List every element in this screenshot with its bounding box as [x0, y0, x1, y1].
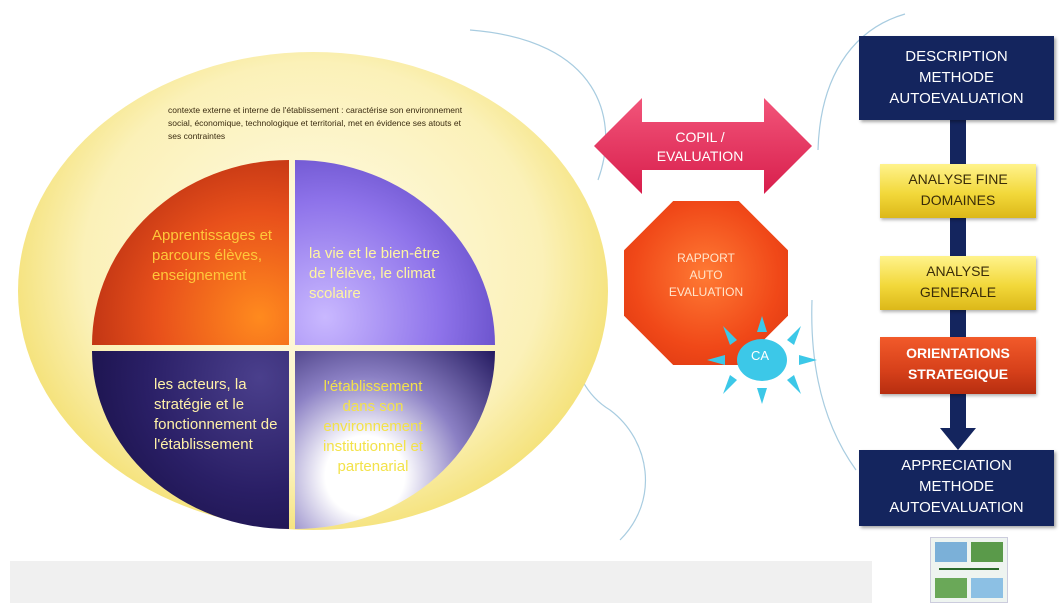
process-arrow-head: [940, 428, 976, 450]
quadrant-apprentissages-label: Apprentissages et parcours élèves, ensei…: [152, 227, 273, 284]
description-line-3: AUTOEVALUATION: [889, 90, 1024, 107]
sun-icon: [707, 316, 817, 404]
school-logo: [930, 537, 1008, 603]
rapport-line-2: AUTO: [689, 268, 723, 282]
orientations-line-2: STRATEGIQUE: [907, 366, 1009, 382]
copil-double-arrow: [594, 98, 812, 194]
appreciation-box: APPRECIATION METHODE AUTOEVALUATION: [859, 450, 1054, 526]
description-line-1: DESCRIPTION: [905, 48, 1008, 65]
analyse-generale-line-1: ANALYSE: [926, 263, 990, 279]
ca-label: CA: [750, 348, 770, 363]
appreciation-line-1: APPRECIATION: [901, 457, 1012, 474]
copil-label: COPIL / EVALUATION: [630, 128, 770, 166]
quadrant-environnement-label: l'établissement dans son environnement i…: [322, 378, 424, 475]
rapport-label: RAPPORT AUTO EVALUATION: [636, 250, 776, 301]
analyse-generale-box: ANALYSE GENERALE: [880, 256, 1036, 310]
appreciation-line-2: METHODE: [919, 478, 994, 495]
rapport-octagon: [624, 201, 788, 365]
analyse-generale-line-2: GENERALE: [919, 284, 997, 300]
orientations-line-1: ORIENTATIONS: [906, 345, 1010, 361]
context-description: contexte externe et interne de l'établis…: [168, 105, 463, 141]
appreciation-line-3: AUTOEVALUATION: [889, 499, 1024, 516]
description-line-2: METHODE: [919, 69, 994, 86]
quadrant-acteurs-label: les acteurs, la stratégie et le fonction…: [154, 376, 278, 453]
quadrant-vie-eleve-label: la vie et le bien-être de l'élève, le cl…: [309, 245, 440, 302]
analyse-fine-box: ANALYSE FINE DOMAINES: [880, 164, 1036, 218]
copil-line-2: EVALUATION: [656, 148, 744, 164]
footer-band: [10, 561, 872, 603]
analyse-fine-line-1: ANALYSE FINE: [908, 171, 1008, 187]
copil-line-1: COPIL /: [675, 129, 725, 145]
description-box: DESCRIPTION METHODE AUTOEVALUATION: [859, 36, 1054, 120]
orientations-box: ORIENTATIONS STRATEGIQUE: [880, 337, 1036, 394]
rapport-line-3: EVALUATION: [668, 285, 744, 299]
analyse-fine-line-2: DOMAINES: [920, 192, 996, 208]
rapport-line-1: RAPPORT: [677, 251, 735, 265]
